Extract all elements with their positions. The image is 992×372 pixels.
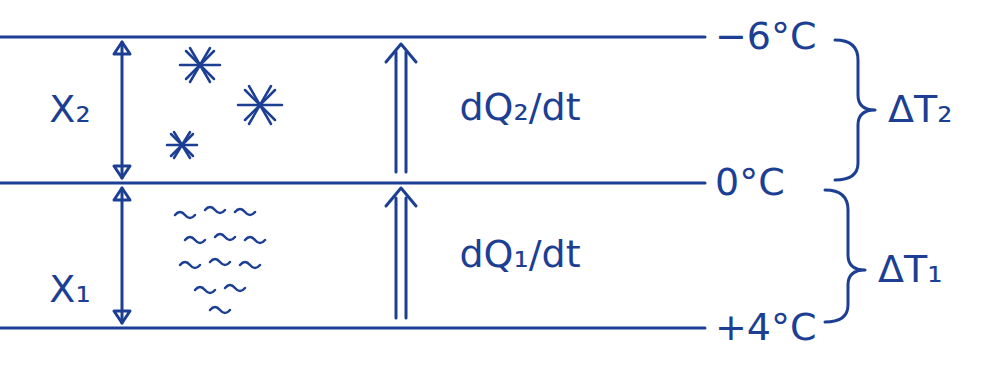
heat-flow-label: dQ₂/dt (459, 87, 580, 129)
water-wave-symbol (175, 207, 265, 313)
brace (825, 40, 875, 322)
snowflake-symbol (167, 48, 282, 158)
boundary-line (0, 182, 705, 185)
boundary-line (0, 36, 705, 39)
thickness-label: X₂ (49, 89, 90, 131)
temperature-difference-label: ΔT₁ (878, 249, 942, 291)
temperature-label: +4°C (715, 307, 817, 349)
boundary-line (0, 327, 705, 330)
thickness-arrow (114, 42, 130, 323)
heat-flow-label: dQ₁/dt (459, 234, 580, 276)
heat-flow-arrow (386, 44, 416, 318)
temperature-label: 0°C (715, 162, 785, 204)
thickness-label: X₁ (49, 269, 90, 311)
temperature-label: −6°C (715, 16, 817, 58)
temperature-difference-label: ΔT₂ (888, 89, 952, 131)
